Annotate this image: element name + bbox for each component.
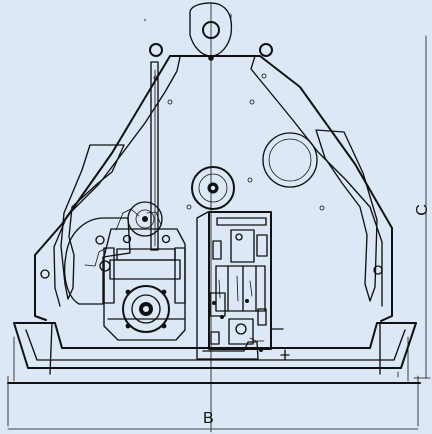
flange-bolt xyxy=(125,323,131,329)
small-symbol xyxy=(280,349,290,361)
gear-pin xyxy=(122,234,132,244)
motor-band xyxy=(109,259,181,280)
motor-right-clamp xyxy=(174,247,186,304)
terminal-screw xyxy=(259,348,263,352)
lower-terminal-block xyxy=(209,292,226,317)
motor-flange xyxy=(122,285,170,333)
central-pulley-bore xyxy=(210,185,216,191)
flange-bolt xyxy=(125,289,131,295)
lug-bottom-hole xyxy=(208,55,214,61)
flange-bolt xyxy=(161,323,167,329)
lower-switch xyxy=(228,318,254,345)
dimension-c-label: C xyxy=(413,204,431,216)
motor-top-band xyxy=(116,248,176,261)
flange-bolt xyxy=(161,289,167,295)
module-knob xyxy=(235,233,243,241)
motor-flange-inner xyxy=(131,294,161,324)
small-hole xyxy=(186,204,192,210)
terminal-screw xyxy=(220,315,224,319)
control-small-part xyxy=(210,331,220,345)
gear-detail-link xyxy=(84,247,107,267)
vertical-plate xyxy=(150,61,159,251)
small-gear xyxy=(127,201,163,237)
dimension-b-label: B xyxy=(203,410,214,427)
relay-panel xyxy=(215,265,266,312)
relay-wires xyxy=(218,275,253,302)
base-inner-line xyxy=(25,329,406,361)
control-box xyxy=(208,211,272,350)
right-inner-edge xyxy=(250,55,383,307)
motor-shaft-bore xyxy=(143,306,149,312)
left-module-terminal xyxy=(212,240,222,260)
output-wire xyxy=(249,337,265,342)
left-inner-edge xyxy=(53,56,181,307)
right-circular-plate xyxy=(262,132,318,188)
control-box-top-strip xyxy=(216,217,267,226)
control-module xyxy=(230,229,255,263)
small-hole xyxy=(319,205,325,211)
right-circular-plate-inner xyxy=(268,138,312,182)
right-mount-hole xyxy=(373,265,383,275)
central-pulley-inner xyxy=(198,173,228,203)
small-hole xyxy=(247,177,253,183)
small-hole xyxy=(167,99,173,105)
control-bracket xyxy=(196,211,259,360)
terminal-screw xyxy=(245,299,249,303)
left-top-hole xyxy=(149,43,163,57)
small-gear-inner xyxy=(135,209,155,229)
central-pulley xyxy=(191,166,235,210)
gear-detail-hole xyxy=(95,235,105,245)
control-small-part xyxy=(257,308,267,326)
gear-detail-link xyxy=(115,208,162,231)
lifting-lug xyxy=(189,2,233,57)
small-hole xyxy=(261,73,267,79)
base-frame xyxy=(13,322,417,369)
left-slot-opening xyxy=(60,144,125,300)
base-left-post xyxy=(49,322,53,375)
small-gear-hub xyxy=(142,216,148,222)
terminal-screw xyxy=(212,301,216,305)
small-hole xyxy=(249,99,255,105)
right-module-terminal xyxy=(256,234,268,257)
lug-top-hole xyxy=(202,21,220,39)
gear-detail-hole xyxy=(99,260,111,272)
right-slot-opening xyxy=(315,129,378,302)
motor-left-clamp xyxy=(103,247,115,304)
left-mount-hole xyxy=(40,269,50,279)
lower-switch-knob xyxy=(235,323,247,335)
gear-pin xyxy=(161,234,171,244)
right-top-hole xyxy=(259,43,273,57)
